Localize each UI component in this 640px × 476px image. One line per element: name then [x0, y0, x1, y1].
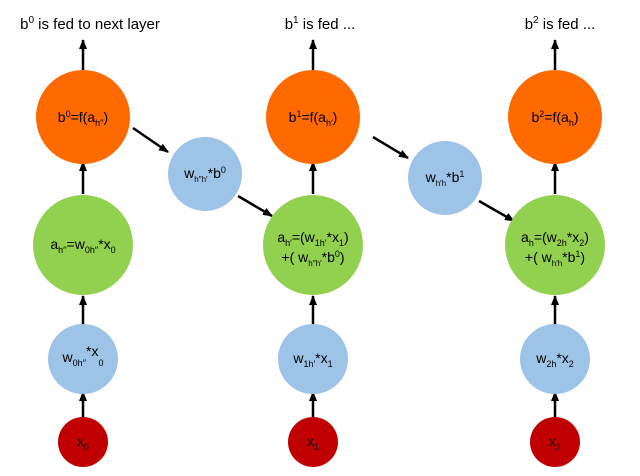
sum-label-a1-line1: ah′=(w1h′*x1) — [277, 229, 348, 248]
weight-node-w0 — [48, 324, 118, 394]
output-node-b1 — [266, 70, 360, 164]
output-label-b1: b1=f(ah′) — [289, 109, 338, 128]
output-node-b0 — [36, 70, 130, 164]
recurrent-node-r2 — [408, 141, 482, 215]
sum-label-a2-line2: +( wh′h*b1) — [525, 249, 585, 268]
arrow-r2-to-a2 — [478, 199, 515, 223]
top-labels: b0 is fed to next layer b1 is fed ... b2… — [20, 15, 595, 33]
recurrent-node-r1 — [168, 137, 242, 211]
recurrent-nodes: wh′′h′*b0 wh′h*b1 — [168, 137, 482, 215]
top-label-c1: b1 is fed ... — [285, 15, 356, 33]
top-label-c0: b0 is fed to next layer — [20, 15, 160, 33]
input-node-x2 — [530, 417, 580, 467]
recurrent-label-r1: wh′′h′*b0 — [183, 165, 226, 184]
arrow-b1-to-r2 — [372, 135, 409, 160]
output-label-b0: b0=f(ah′′) — [58, 109, 108, 128]
sum-nodes: ah′′=w0h′′*x0 ah′=(w1h′*x1) +( wh′′h′*b0… — [33, 195, 605, 295]
weight-nodes: w0h′′*x0 w1h′*x1 w2h*x2 — [48, 324, 590, 394]
sum-node-a2 — [505, 195, 605, 295]
sum-label-a0-line1: ah′′=w0h′′*x0 — [50, 236, 115, 255]
input-node-x0 — [58, 417, 108, 467]
input-nodes: x0 x1 x2 — [58, 417, 580, 467]
input-label-x1: x1 — [307, 434, 319, 452]
input-label-x2: x2 — [549, 434, 561, 452]
recurrent-label-r2: wh′h*b1 — [425, 169, 465, 188]
output-nodes: b0=f(ah′′) b1=f(ah′) b2=f(ah) — [36, 70, 602, 164]
weight-label-w1: w1h′*x1 — [292, 350, 332, 369]
top-label-c2: b2 is fed ... — [525, 15, 596, 33]
weight-label-w0: w0h′′*x0 — [62, 343, 104, 368]
arrow-r1-to-a1 — [237, 194, 273, 218]
input-node-x1 — [288, 417, 338, 467]
sum-node-a1 — [263, 195, 363, 295]
sum-label-a1-line2: +( wh′′h′*b0) — [281, 249, 344, 268]
arrow-b0-to-r1 — [132, 126, 169, 154]
sum-node-a0 — [33, 195, 133, 295]
output-label-b2: b2=f(ah) — [531, 109, 578, 128]
sum-label-a2-line1: ah=(w2h*x2) — [521, 229, 589, 248]
arrows — [79, 39, 559, 417]
weight-label-w2: w2h*x2 — [535, 350, 574, 369]
weight-node-w1 — [278, 324, 348, 394]
output-node-b2 — [508, 70, 602, 164]
input-label-x0: x0 — [77, 434, 89, 452]
weight-node-w2 — [520, 324, 590, 394]
